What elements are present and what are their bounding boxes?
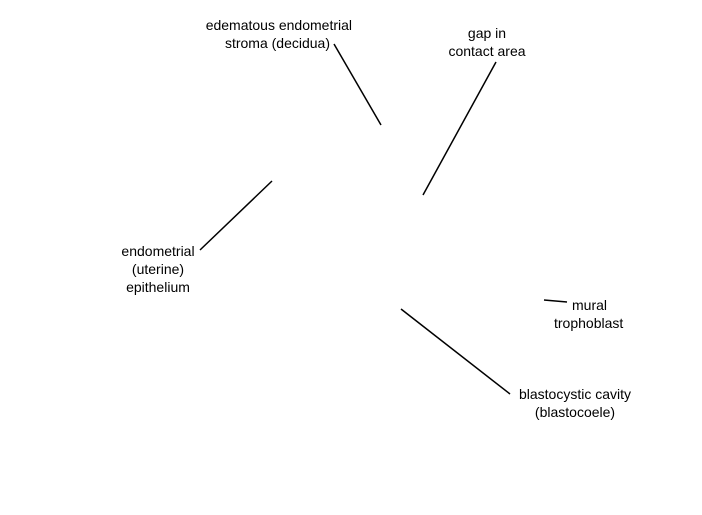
leader-line-cavity xyxy=(400,308,511,395)
label-cavity-line2: (blastocoele) xyxy=(534,404,616,420)
label-gap-line2: contact area xyxy=(448,43,526,59)
label-gap: gap in contact area xyxy=(432,24,542,60)
label-cavity-line1: blastocystic cavity xyxy=(518,386,632,402)
label-epithelium-line1: endometrial xyxy=(121,243,195,259)
label-stroma: edematous endometrial stroma (decidua) xyxy=(190,16,352,52)
leader-line-stroma xyxy=(333,43,382,126)
label-cavity: blastocystic cavity (blastocoele) xyxy=(500,385,650,421)
leader-line-gap xyxy=(422,61,497,196)
leader-line-mural xyxy=(543,299,568,303)
label-stroma-line2: stroma (decidua) xyxy=(224,35,330,51)
label-mural-line1: mural xyxy=(572,297,608,313)
label-epithelium-line3: epithelium xyxy=(126,279,190,295)
label-mural-line2: trophoblast xyxy=(554,315,624,331)
label-epithelium-line2: (uterine) xyxy=(131,261,185,277)
label-epithelium: endometrial (uterine) epithelium xyxy=(108,242,208,296)
label-stroma-line1: edematous endometrial xyxy=(205,17,352,33)
leader-line-epithelium xyxy=(199,180,273,251)
label-gap-line1: gap in xyxy=(467,25,507,41)
label-mural: mural trophoblast xyxy=(540,296,640,332)
